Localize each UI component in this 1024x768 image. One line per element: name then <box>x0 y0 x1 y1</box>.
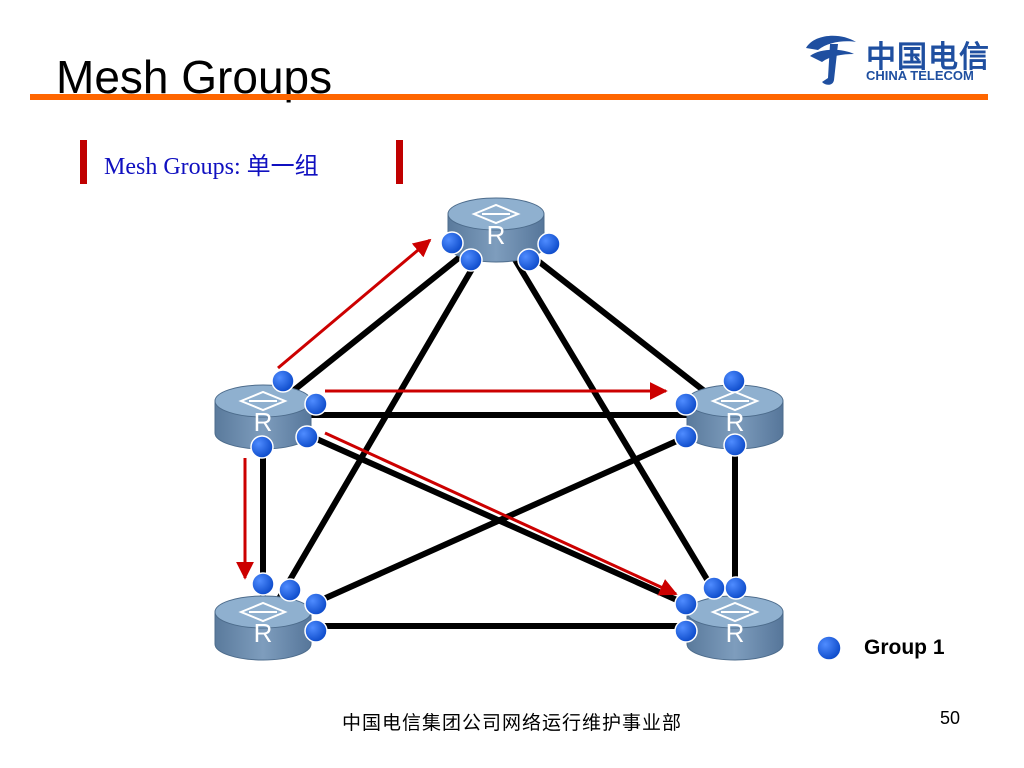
router-label: R <box>487 220 506 250</box>
page-number: 50 <box>940 708 961 728</box>
router-mid-left: R <box>214 384 312 450</box>
title-rule <box>30 94 988 100</box>
interface-dot <box>674 592 698 616</box>
interface-dot <box>459 248 483 272</box>
router-label: R <box>254 407 273 437</box>
subtitle-bar-left <box>80 140 87 184</box>
router-glyph-icon <box>471 203 521 225</box>
subtitle: Mesh Groups: 单一组 <box>104 154 319 180</box>
interface-dot <box>702 576 726 600</box>
router-bottom-right: R <box>686 595 784 661</box>
interface-dot <box>278 578 302 602</box>
interface-dot <box>250 435 274 459</box>
interface-dot <box>304 592 328 616</box>
interface-dot <box>517 248 541 272</box>
router-label: R <box>254 618 273 648</box>
ports-layer <box>250 231 748 643</box>
interface-dot <box>722 369 746 393</box>
interface-dot <box>724 576 748 600</box>
legend-label: Group 1 <box>864 636 945 659</box>
interface-dot <box>674 619 698 643</box>
interface-dot <box>304 619 328 643</box>
link-mid-right-bottom-left <box>261 412 737 629</box>
interface-dot <box>674 392 698 416</box>
interface-dot <box>271 369 295 393</box>
logo-text-en: CHINA TELECOM <box>866 68 974 83</box>
link-top-mid-left <box>261 225 498 418</box>
footer-text: 中国电信集团公司网络运行维护事业部 <box>341 712 682 734</box>
links-layer <box>260 225 738 629</box>
router-label: R <box>726 618 745 648</box>
router-glyph-icon <box>710 390 760 412</box>
router-label: R <box>726 407 745 437</box>
flow-arrow-mid-left-top <box>277 238 432 370</box>
flows-layer <box>236 238 678 596</box>
router-glyph-icon <box>238 390 288 412</box>
router-glyph-icon <box>238 601 288 623</box>
link-top-bottom-left <box>260 226 499 628</box>
telecom-logo-icon <box>806 35 856 85</box>
flow-arrow-mid-left-bottom-right <box>324 431 678 596</box>
interface-dot <box>295 425 319 449</box>
china-telecom-logo: 中国电信 CHINA TELECOM <box>800 30 990 88</box>
interface-dot <box>723 433 747 457</box>
subtitle-bar-right <box>396 140 403 184</box>
interface-dot <box>304 392 328 416</box>
link-top-bottom-right <box>493 226 738 628</box>
interface-dot <box>674 425 698 449</box>
router-bottom-left: R <box>214 595 312 661</box>
interface-dot <box>440 231 464 255</box>
logo-text-cn: 中国电信 <box>866 40 990 75</box>
legend-group-icon <box>816 635 842 661</box>
router-glyph-icon <box>710 601 760 623</box>
interface-dot <box>537 232 561 256</box>
router-mid-right: R <box>686 384 784 450</box>
interface-dot <box>251 572 275 596</box>
